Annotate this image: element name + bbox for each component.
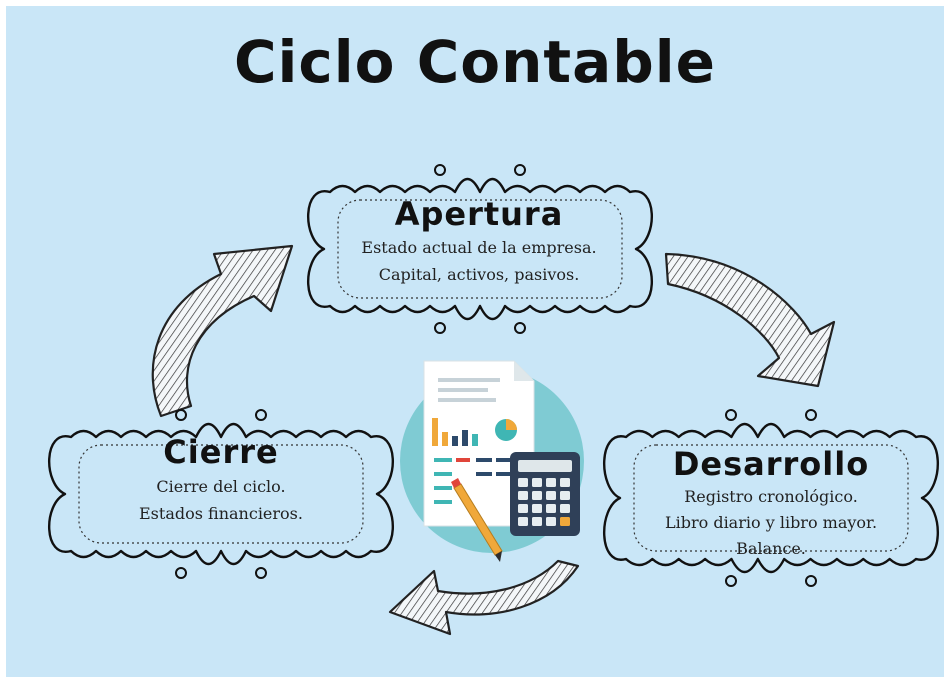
frame-apertura-outline bbox=[307, 177, 653, 321]
cycle-arrow-icon-desarrollo-cierre bbox=[388, 559, 580, 636]
calculator-key bbox=[546, 491, 556, 500]
frame-apertura bbox=[307, 164, 653, 334]
stage-desarrollo-line-2: Libro diario y libro mayor. bbox=[664, 513, 878, 532]
frames-layer bbox=[48, 164, 939, 587]
calculator-key bbox=[546, 504, 556, 513]
calculator-key bbox=[560, 478, 570, 487]
frame-cierre-curl bbox=[255, 409, 267, 421]
calculator-key bbox=[532, 478, 542, 487]
frame-cierre-curl bbox=[255, 567, 267, 579]
accounting-illustration bbox=[400, 360, 584, 562]
document-icon bbox=[423, 360, 535, 527]
frame-desarrollo-curl bbox=[725, 409, 737, 421]
calculator-key bbox=[518, 504, 528, 513]
frame-apertura-curl bbox=[514, 164, 526, 176]
stage-desarrollo-heading: Desarrollo bbox=[672, 445, 870, 483]
frame-apertura-curl bbox=[434, 322, 446, 334]
calculator-key bbox=[546, 478, 556, 487]
calculator-key bbox=[560, 504, 570, 513]
calculator-key bbox=[518, 517, 528, 526]
calculator-key bbox=[560, 517, 570, 526]
calculator-key bbox=[532, 504, 542, 513]
calculator-key bbox=[518, 478, 528, 487]
stage-cierre-heading: Cierre bbox=[163, 433, 279, 471]
stage-apertura-line-2: Capital, activos, pasivos. bbox=[378, 265, 580, 284]
frame-desarrollo-dotted-border bbox=[633, 444, 909, 552]
page-title: Ciclo Contable bbox=[233, 28, 717, 96]
stage-cierre-line-1: Cierre del ciclo. bbox=[156, 477, 286, 496]
stage-apertura-heading: Apertura bbox=[394, 195, 564, 233]
stage-cierre: Cierre Cierre del ciclo. Estados financi… bbox=[86, 431, 356, 527]
stage-desarrollo-line-3: Balance. bbox=[736, 539, 806, 558]
stage-cierre-line-2: Estados financieros. bbox=[139, 504, 303, 523]
frame-desarrollo-curl bbox=[805, 575, 817, 587]
frame-apertura-curl bbox=[514, 322, 526, 334]
cycle-arrow-icon-cierre-apertura bbox=[151, 244, 294, 418]
frame-cierre-curl bbox=[175, 409, 187, 421]
cycle-arrows bbox=[151, 244, 836, 636]
frame-apertura-curl bbox=[434, 164, 446, 176]
frame-cierre-dotted-border bbox=[78, 444, 364, 544]
calculator-key bbox=[560, 491, 570, 500]
stage-apertura: Apertura Estado actual de la empresa. Ca… bbox=[324, 194, 634, 288]
frame-apertura-dotted-border bbox=[337, 199, 623, 299]
calculator-key bbox=[532, 517, 542, 526]
frame-desarrollo-curl bbox=[725, 575, 737, 587]
calculator-key bbox=[518, 491, 528, 500]
frame-desarrollo-outline bbox=[603, 422, 939, 574]
accounting-cycle-diagram: Ciclo Contable bbox=[6, 6, 944, 677]
frame-cierre-outline bbox=[48, 422, 394, 566]
pencil-icon bbox=[451, 478, 503, 562]
stage-apertura-line-1: Estado actual de la empresa. bbox=[361, 238, 597, 257]
frame-cierre-curl bbox=[175, 567, 187, 579]
frame-cierre bbox=[48, 409, 394, 579]
cycle-arrow-icon-apertura-desarrollo bbox=[664, 252, 836, 388]
stage-desarrollo-line-1: Registro cronológico. bbox=[684, 487, 858, 506]
frame-desarrollo-curl bbox=[805, 409, 817, 421]
calculator-key bbox=[532, 491, 542, 500]
frame-desarrollo bbox=[603, 409, 939, 587]
stage-desarrollo: Desarrollo Registro cronológico. Libro d… bbox=[626, 444, 916, 562]
calculator-icon bbox=[510, 452, 580, 536]
calculator-key bbox=[546, 517, 556, 526]
